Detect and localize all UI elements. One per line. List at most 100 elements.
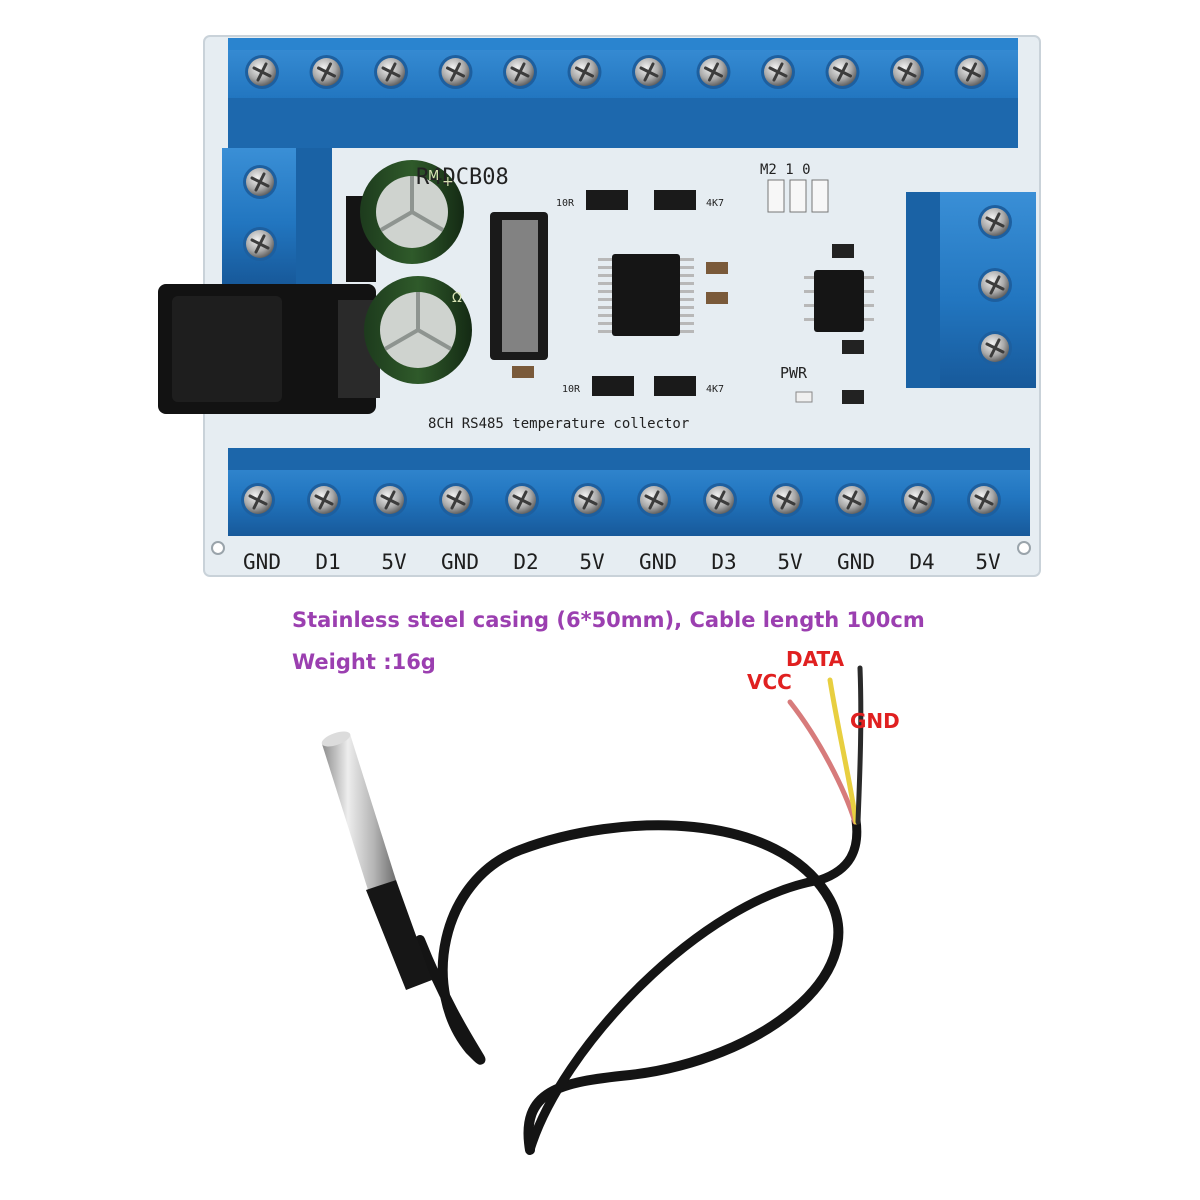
terminal-screw: [635, 481, 673, 519]
terminal-screw: [501, 53, 539, 91]
terminal-label: 5V: [975, 550, 1001, 574]
chip-pin: [598, 298, 612, 301]
capacitor: [364, 276, 472, 384]
resistor-label: 4K7: [706, 384, 724, 395]
chip-pin: [680, 298, 694, 301]
chip-pin: [680, 282, 694, 285]
terminal-screw: [899, 481, 937, 519]
terminal-screw: [630, 53, 668, 91]
capacitor-mark: M: [428, 169, 439, 184]
terminal-screw: [305, 481, 343, 519]
terminal-screw: [833, 481, 871, 519]
top-terminal-block: [228, 38, 1018, 148]
chip-pin: [598, 306, 612, 309]
power-led: [795, 391, 813, 403]
smd-component: [842, 390, 864, 404]
caption-dimensions: Stainless steel casing (6*50mm), Cable l…: [292, 608, 925, 632]
terminal-screw: [569, 481, 607, 519]
terminal-screw: [888, 53, 926, 91]
capacitor-mark: +: [442, 174, 454, 190]
chip-pin: [598, 274, 612, 277]
chip-pin: [804, 276, 814, 279]
caption-weight: Weight :16g: [292, 650, 436, 674]
terminal-label: D4: [909, 550, 934, 574]
mount-hole: [1017, 541, 1031, 555]
terminal-label: 5V: [777, 550, 803, 574]
terminal-label: 5V: [579, 550, 605, 574]
terminal-label: D1: [315, 550, 340, 574]
chip-pin: [680, 258, 694, 261]
resistor-label: 10R: [562, 384, 581, 395]
terminal-label: GND: [639, 550, 677, 574]
chip-pin: [598, 258, 612, 261]
smd-capacitor: [706, 292, 728, 304]
resistor-label: 4K7: [706, 198, 724, 209]
terminal-label: D2: [513, 550, 538, 574]
smd-capacitor: [512, 366, 534, 378]
steel-probe: [321, 731, 432, 990]
terminal-label: GND: [441, 550, 479, 574]
chip-pin: [598, 266, 612, 269]
chip-pin: [598, 322, 612, 325]
chip-pin: [864, 276, 874, 279]
chip-pin: [680, 266, 694, 269]
chip-pin: [680, 306, 694, 309]
smd-component: [842, 340, 864, 354]
terminal-screw: [701, 481, 739, 519]
smd-capacitor: [706, 262, 728, 274]
wire-label-data: DATA: [786, 647, 845, 671]
terminal-screw: [437, 53, 474, 91]
resistor-array: [592, 376, 634, 396]
mcu-chip: [598, 254, 694, 336]
rs485-chip: [804, 270, 874, 332]
chip-pin: [864, 318, 874, 321]
resistor-label: 10R: [556, 198, 575, 209]
probe-cable: [415, 815, 862, 1155]
chip-pin: [680, 322, 694, 325]
board-model-label: R4DCB08: [416, 165, 509, 190]
chip-pin: [804, 290, 814, 293]
bottom-terminal-block: [228, 448, 1030, 536]
right-terminal-block: [906, 192, 1036, 388]
chip-pin: [864, 304, 874, 307]
chip-pin: [680, 330, 694, 333]
pwr-label: PWR: [780, 364, 808, 382]
chip-pin: [804, 318, 814, 321]
mount-hole: [211, 541, 225, 555]
probe-wire-ends: [787, 665, 864, 825]
regulator-tab: [502, 220, 538, 352]
chip-pin: [680, 274, 694, 277]
terminal-screw: [759, 53, 797, 91]
chip-pin: [598, 290, 612, 293]
left-terminal-block: [222, 148, 332, 284]
capacitor: [360, 160, 464, 264]
terminal-screw: [695, 53, 732, 91]
chip-pin: [680, 290, 694, 293]
mode-jumper-pads: [767, 179, 829, 213]
resistor-array: [654, 190, 696, 210]
terminal-screw: [566, 53, 603, 91]
chip-pin: [598, 330, 612, 333]
terminal-screw: [767, 481, 805, 519]
terminal-label: GND: [837, 550, 875, 574]
wire-label-gnd: GND: [850, 709, 900, 733]
dc-power-jack: [158, 284, 380, 414]
terminal-screw: [503, 481, 541, 519]
resistor-array: [654, 376, 696, 396]
terminal-label: D3: [711, 550, 736, 574]
capacitor-mark: Ω: [452, 291, 462, 306]
terminal-screw: [308, 53, 345, 91]
terminal-screw: [437, 481, 475, 519]
chip-pin: [680, 314, 694, 317]
terminal-screw: [965, 481, 1003, 519]
mode-label: M2 1 0: [760, 162, 811, 178]
resistor-array: [586, 190, 628, 210]
terminal-screw: [953, 53, 990, 91]
wire-label-vcc: VCC: [747, 670, 792, 694]
terminal-label: GND: [243, 550, 281, 574]
terminal-screw: [239, 481, 277, 519]
terminal-screw: [243, 53, 281, 91]
terminal-label: 5V: [381, 550, 407, 574]
terminal-screw: [371, 481, 409, 519]
